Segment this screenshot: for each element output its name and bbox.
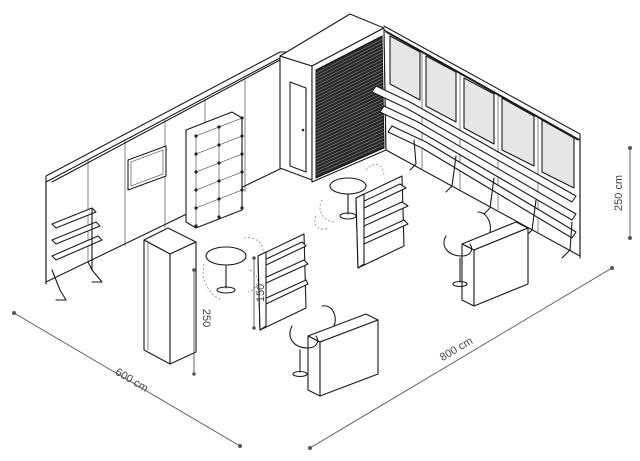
door-slat: [315, 128, 384, 160]
stool-right: [443, 211, 491, 288]
cabinet-height-label: 250: [200, 309, 212, 327]
stool-front: [289, 305, 336, 378]
door-slat: [315, 55, 383, 90]
door-slat: [315, 75, 383, 109]
door-slat: [315, 65, 383, 99]
wall-screen: [127, 145, 167, 191]
door-slat: [315, 39, 383, 74]
door-slat: [315, 141, 384, 172]
width-label: 600 cm: [113, 366, 150, 395]
door-slat: [315, 134, 384, 166]
right-wall-shelves: [371, 85, 577, 259]
door-slat: [315, 144, 385, 176]
door-slat: [315, 62, 383, 96]
door-slat: [315, 114, 384, 147]
door-slat: [315, 91, 384, 125]
counter-right: [461, 221, 529, 307]
left-wall-shelf: [51, 207, 103, 301]
center-display-shelf-right: [355, 175, 409, 269]
door-slat: [315, 58, 383, 93]
door-slat: [315, 52, 383, 87]
door-slat: [315, 48, 383, 83]
door-slat: [315, 78, 383, 112]
door-slat: [315, 98, 384, 131]
length-label: 800 cm: [438, 335, 475, 364]
door-slat: [315, 72, 383, 106]
door-slat: [315, 88, 384, 122]
width-dimension: 600 cm: [12, 311, 242, 448]
height-dimension: 250 cm: [613, 146, 632, 240]
cube-storage-rack: [185, 111, 244, 229]
door-slat: [315, 121, 384, 153]
door-slat: [315, 42, 383, 77]
shelf-height-dimension: 150: [252, 256, 267, 330]
door-slat: [315, 124, 384, 156]
shelf-height-label: 150: [255, 284, 267, 302]
door-slat: [315, 104, 384, 137]
counter-front: [307, 313, 379, 397]
tall-cabinet: [143, 227, 197, 365]
door-slat: [315, 45, 383, 80]
door-slat: [315, 111, 384, 144]
cabinet-height-dimension: 250: [192, 268, 212, 376]
slatted-door: [315, 35, 385, 179]
door-slat: [315, 101, 384, 134]
center-display-shelf-left: [257, 233, 309, 331]
door-slat: [315, 131, 384, 163]
round-table-center: [314, 163, 385, 230]
height-label: 250 cm: [613, 175, 625, 211]
door-slat: [315, 118, 384, 150]
door-slat: [315, 81, 383, 115]
door-slat: [315, 85, 383, 118]
door-slat: [315, 108, 384, 141]
door-slat: [315, 137, 384, 169]
door-slat: [315, 68, 383, 102]
door-slat: [315, 95, 384, 128]
